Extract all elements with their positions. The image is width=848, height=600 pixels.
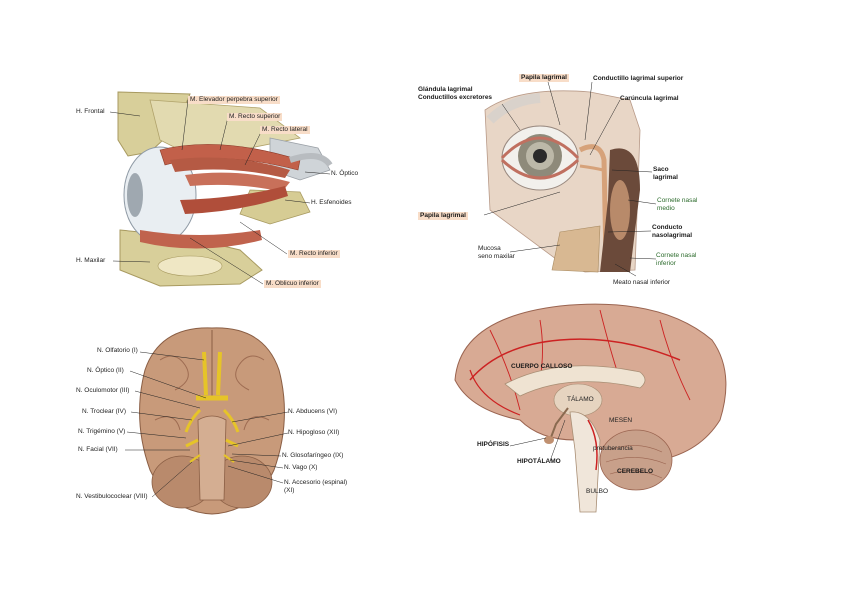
label-cuerpo-calloso: CUERPO CALLOSO [511, 363, 573, 370]
label-maxilar: H. Maxilar [76, 257, 106, 264]
label-n-troclear: N. Troclear (IV) [82, 408, 127, 415]
label-n-abducens: N. Abducens (VI) [288, 408, 338, 415]
lacrimal-illustration [483, 81, 657, 277]
label-n-trigemino: N. Trigémino (V) [78, 428, 126, 435]
label-frontal: H. Frontal [76, 108, 105, 115]
label-cornete-medio: Cornete nasal medio [657, 197, 698, 212]
label-n-optico: N. Óptico (II) [87, 367, 124, 374]
label-optico: N. Óptico [331, 170, 359, 177]
orbit-panel: H. Frontal M. Elevador perpebra superior… [0, 0, 424, 300]
label-n-vago: N. Vago (X) [284, 464, 318, 471]
label-saco-lagrimal: Saco lagrimal [653, 166, 678, 181]
label-protuberancia: protuberancia [593, 445, 633, 452]
orbit-illustration [109, 91, 333, 287]
brain-base-panel: N. Olfatorio (I) N. Óptico (II) N. Oculo… [76, 327, 348, 515]
label-conducto-nasolagrimal: Conducto nasolagrimal [652, 224, 693, 239]
label-papila-lagrimal-inferior: Papila lagrimal [418, 212, 468, 220]
label-talamo: TÁLAMO [567, 396, 594, 403]
label-mucosa-seno: Mucosa seno maxilar [478, 245, 515, 260]
label-hipotalamo: HIPOTÁLAMO [517, 458, 561, 465]
label-papila-lagrimal-superior: Papila lagrimal [519, 74, 569, 82]
label-recto-superior: M. Recto superior [227, 113, 283, 121]
label-n-facial: N. Facial (VII) [78, 446, 118, 453]
label-recto-lateral: M. Recto lateral [260, 126, 310, 134]
label-n-vestibulococlear: N. Vestibulococlear (VIII) [76, 493, 148, 500]
label-meato-nasal: Meato nasal inferior [613, 279, 671, 286]
brain-base-illustration [125, 327, 289, 515]
label-oblicuo-inferior: M. Oblicuo inferior [264, 280, 321, 288]
label-caruncula-lagrimal: Carúncula lagrimal [620, 95, 679, 102]
label-cornete-inferior: Cornete nasal inferior [656, 252, 697, 267]
label-n-olfatorio: N. Olfatorio (I) [97, 347, 138, 354]
label-n-glosofaringeo: N. Glosofaríngeo (IX) [282, 452, 344, 459]
label-elevador: M. Elevador perpebra superior [188, 96, 280, 104]
label-bulbo: BULBO [586, 488, 609, 495]
label-esfenoides: H. Esfenoides [311, 199, 352, 206]
label-glandula-lagrimal: Glándula lagrimal Conductillos excretore… [418, 86, 493, 101]
label-n-hipogloso: N. Hipogloso (XII) [288, 429, 340, 436]
label-hipofisis: HIPÓFISIS [477, 441, 510, 448]
label-n-accesorio: N. Accesorio (espinal) (XI) [284, 479, 348, 494]
label-mesen: MESEN [609, 417, 633, 424]
label-recto-inferior: M. Recto inferior [288, 250, 340, 258]
label-cerebelo: CEREBELO [617, 468, 654, 475]
lacrimal-panel: Glándula lagrimal Conductillos excretore… [418, 74, 698, 286]
label-conductillo-lagrimal: Conductillo lagrimal superior [593, 75, 684, 82]
label-n-oculomotor: N. Oculomotor (III) [76, 387, 130, 394]
